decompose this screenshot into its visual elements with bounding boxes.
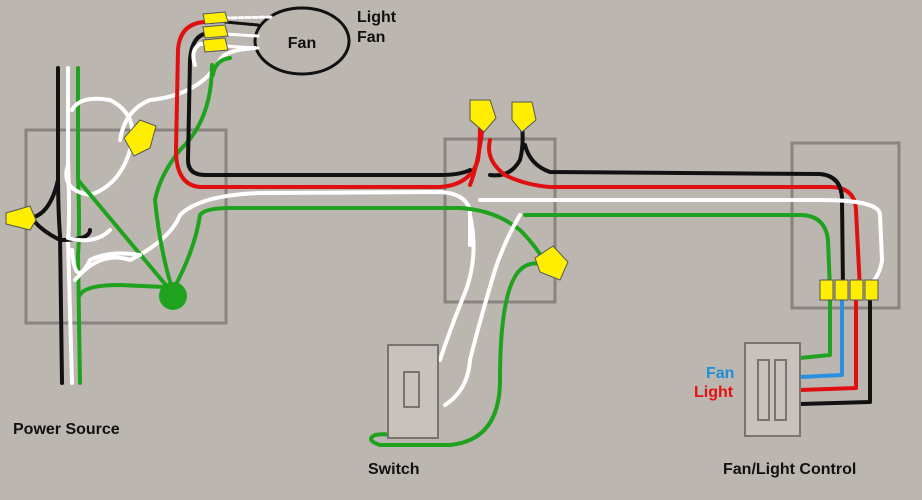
control-black-down — [798, 298, 872, 406]
fan-lead-black — [223, 20, 260, 27]
source-white-wire — [66, 66, 74, 385]
control-box — [790, 141, 901, 310]
control-slider-left — [757, 359, 770, 421]
power-box-wires — [28, 46, 547, 297]
hot-black-through — [30, 216, 92, 242]
switch-label: Switch — [368, 461, 420, 478]
green-to-switch-cable — [170, 206, 547, 294]
wire-nut-fan-top — [202, 11, 229, 25]
white-to-ground-area — [66, 228, 112, 243]
wire-nut-power-neutral — [123, 119, 157, 157]
neutral-to-switch-cable — [73, 190, 472, 282]
ground-connection-dot — [159, 282, 187, 310]
wire-nut-switch-ground — [534, 245, 569, 281]
control-label: Fan/Light Control — [723, 461, 856, 478]
line-white-loop — [64, 96, 135, 197]
white-lower-loop — [70, 248, 142, 275]
control-green-down — [798, 298, 832, 360]
switch-green-down — [369, 261, 547, 447]
wire-nut-fan-mid — [202, 24, 229, 39]
control-slider-right — [774, 359, 787, 421]
line-black-to-nut — [28, 178, 60, 220]
fan-unit-label: Fan — [288, 35, 316, 52]
wire-nut-control-4 — [864, 279, 879, 301]
wire-nut-switch-right — [511, 101, 537, 133]
switch-red-out — [487, 138, 862, 292]
control-plate — [744, 342, 801, 437]
wire-nut-control-2 — [834, 279, 849, 301]
light-fan-label-line2: Fan — [357, 29, 385, 46]
control-wires — [798, 298, 872, 406]
switch-box-wires — [369, 123, 884, 447]
wire-nut-control-3 — [849, 279, 864, 301]
switch-black-out — [523, 143, 845, 292]
fan-black-wire — [186, 30, 472, 177]
fan-unit-ellipse — [253, 6, 351, 76]
wire-nuts — [5, 11, 879, 301]
switch-red-to-nut — [468, 123, 485, 187]
switch-toggle — [403, 371, 420, 408]
fan-lead-white — [223, 32, 260, 38]
neutral-to-fan — [118, 46, 257, 142]
power-source-cable — [56, 66, 82, 385]
wall-switch — [387, 344, 439, 439]
source-black-wire — [56, 66, 64, 385]
control-blue-down — [798, 298, 844, 379]
power-source-label: Power Source — [13, 421, 120, 438]
switch-box — [443, 137, 557, 304]
switch-white-loop-2 — [443, 213, 522, 407]
green-fan-to-pigtail — [153, 63, 214, 290]
fan-lead-green — [223, 44, 260, 50]
wire-nut-fan-low — [202, 37, 229, 53]
wire-nut-switch-left — [469, 99, 497, 133]
source-green-wire — [76, 66, 82, 385]
green-source-to-pigtail — [76, 178, 172, 292]
control-light-label: Light — [694, 384, 734, 401]
control-fan-label: Fan — [706, 365, 734, 382]
switch-black-to-nut — [488, 123, 525, 178]
light-fan-label-line1: Light — [357, 9, 397, 26]
switch-green-out — [523, 213, 832, 292]
fan-white-wire — [191, 42, 214, 67]
wire-nut-control-1 — [819, 279, 834, 301]
wire-nut-power-left — [5, 205, 37, 231]
fan-lead-white-dashed — [223, 15, 274, 20]
switch-white-loop — [438, 213, 476, 362]
fan-light-control-device — [744, 342, 801, 437]
fan-green-wire — [211, 56, 232, 77]
switch-neutral-out — [478, 198, 884, 287]
control-red-down — [798, 298, 858, 392]
green-out-bottom — [78, 283, 167, 297]
